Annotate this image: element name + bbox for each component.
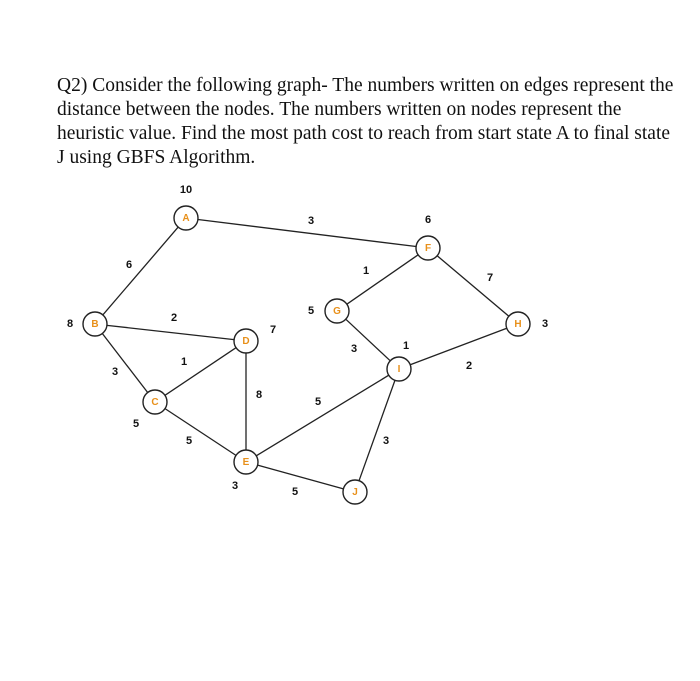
edge-weight-H-I: 2 <box>466 360 472 372</box>
edge-F-G <box>346 254 419 305</box>
node-label-C: C <box>151 397 158 408</box>
node-heuristic-F: 6 <box>425 214 431 226</box>
edge-weight-E-I: 5 <box>315 396 321 408</box>
edge-weight-C-E: 5 <box>186 435 192 447</box>
node-label-D: D <box>242 336 249 347</box>
node-heuristic-A: 10 <box>180 184 192 196</box>
edge-weight-A-F: 3 <box>308 215 314 227</box>
edge-weight-A-B: 6 <box>126 259 132 271</box>
node-label-H: H <box>514 319 521 330</box>
node-circle-C <box>142 389 168 415</box>
node-B: B8 <box>67 311 108 337</box>
node-heuristic-C: 5 <box>133 418 139 430</box>
node-label-A: A <box>182 213 189 224</box>
edge-H-I <box>409 327 508 366</box>
node-E: E3 <box>232 449 259 492</box>
node-heuristic-D: 7 <box>270 324 276 336</box>
edge-weight-C-D: 1 <box>181 356 187 368</box>
node-label-J: J <box>352 487 358 498</box>
node-circle-H <box>505 311 531 337</box>
edge-weight-F-H: 7 <box>487 272 493 284</box>
node-circle-E <box>233 449 259 475</box>
node-label-B: B <box>91 319 98 330</box>
question-text: Q2) Consider the following graph- The nu… <box>57 75 674 168</box>
node-I: I1 <box>386 340 412 382</box>
node-D: D7 <box>233 324 276 354</box>
node-heuristic-H: 3 <box>542 318 548 330</box>
node-label-G: G <box>333 306 341 317</box>
edge-weight-B-D: 2 <box>171 312 177 324</box>
node-heuristic-G: 5 <box>308 305 314 317</box>
node-F: F6 <box>415 214 441 261</box>
edge-weight-D-E: 8 <box>256 389 262 401</box>
edge-F-H <box>436 255 510 317</box>
node-A: A 10 <box>173 184 199 231</box>
node-label-E: E <box>243 457 250 468</box>
edge-weight-E-J: 5 <box>292 486 298 498</box>
node-circle-A <box>173 205 199 231</box>
node-circle-F <box>415 235 441 261</box>
node-heuristic-I: 1 <box>403 340 409 352</box>
edge-weight-B-C: 3 <box>112 366 118 378</box>
node-label-F: F <box>425 243 431 254</box>
node-circle-D <box>233 328 259 354</box>
node-circle-B <box>82 311 108 337</box>
node-circle-G <box>324 298 350 324</box>
edge-A-B <box>102 226 179 316</box>
node-label-I: I <box>398 364 401 375</box>
node-heuristic-B: 8 <box>67 318 73 330</box>
node-heuristic-E: 3 <box>232 480 238 492</box>
edge-A-F <box>197 218 417 248</box>
edge-E-I <box>255 374 390 457</box>
edge-B-C <box>101 333 149 393</box>
edges-layer: 6 3 3 2 1 5 8 5 5 1 7 3 2 3 <box>101 215 510 498</box>
edge-B-D <box>106 324 235 341</box>
node-C: C5 <box>133 389 168 430</box>
node-circle-J <box>342 479 368 505</box>
edge-weight-G-I: 3 <box>351 343 357 355</box>
node-G: G5 <box>308 298 350 324</box>
edge-G-I <box>345 318 391 362</box>
edge-C-E <box>164 408 237 456</box>
edge-I-J <box>358 380 396 481</box>
edge-weight-I-J: 3 <box>383 435 389 447</box>
node-J: J <box>342 479 368 505</box>
edge-E-J <box>257 464 344 490</box>
edge-weight-F-G: 1 <box>363 265 369 277</box>
edge-C-D <box>164 347 237 396</box>
node-circle-I <box>386 356 412 382</box>
